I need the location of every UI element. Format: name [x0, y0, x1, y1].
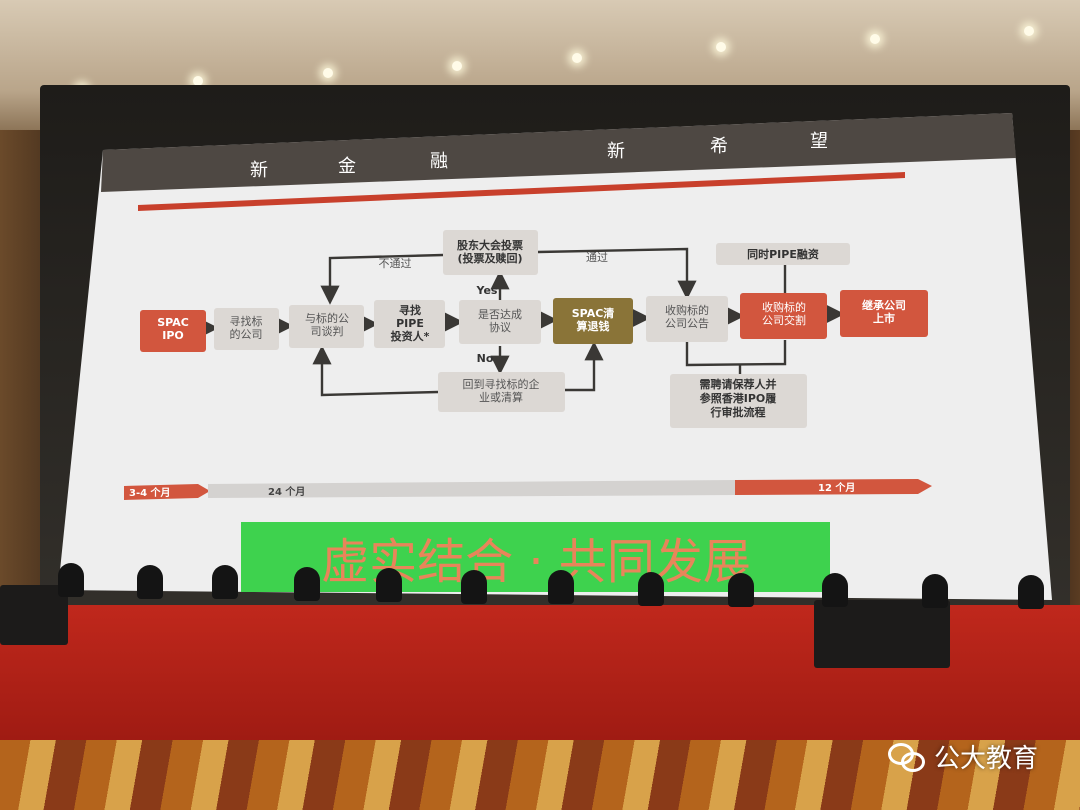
box-spac-liquidate-label: SPAC清算退钱: [572, 306, 615, 333]
wechat-icon: [888, 742, 926, 772]
stage-light: [922, 574, 948, 608]
slide-background: [58, 113, 1052, 600]
flow-arrow-back: [312, 345, 439, 397]
box-deliver-label: 收购标的公司交割: [762, 300, 806, 327]
timeline-segment-2: [208, 480, 748, 498]
box-sponsor-label: 需聘请保荐人并参照香港IPO履行审批流程: [700, 377, 778, 419]
timeline-label-2: 24 个月: [268, 485, 305, 498]
box-listed: [840, 290, 928, 337]
slide-header-bar: [101, 113, 1016, 192]
flow-arrow-pass: [537, 247, 697, 300]
stage-light: [137, 565, 163, 599]
ceiling-light: [870, 34, 880, 44]
header-char: 融: [430, 151, 448, 172]
stage-light: [294, 567, 320, 601]
timeline-segment-1: [124, 484, 210, 500]
ceiling-light: [1024, 26, 1034, 36]
label-no: No: [477, 352, 494, 365]
ceiling-light: [452, 61, 462, 71]
header-char: 新: [607, 141, 625, 162]
box-negotiate-label: 与标的公司谈判: [305, 311, 349, 338]
label-pass: 通过: [586, 251, 608, 264]
flow-arrow-fail: [320, 253, 444, 305]
stage-light: [376, 568, 402, 602]
box-vote: [443, 230, 538, 275]
box-announce-label: 收购标的公司公告: [665, 303, 709, 330]
box-agreement: [459, 300, 541, 344]
box-agreement-label: 是否达成协议: [478, 308, 522, 334]
box-back-or-clear-label: 回到寻找标的企业或清算: [463, 377, 540, 404]
box-find-target-label: 寻找标的公司: [230, 314, 263, 341]
label-fail: 不通过: [379, 257, 412, 270]
box-spac-liquidate: [553, 298, 633, 344]
box-deliver: [740, 293, 827, 339]
header-char: 新: [250, 160, 268, 181]
label-yes: Yes: [476, 284, 498, 297]
box-vote-label: 股东大会投票(投票及赎回): [457, 238, 523, 265]
ceiling-light: [193, 76, 203, 86]
box-find-pipe: [374, 300, 445, 348]
ceiling-light: [716, 42, 726, 52]
stage-light: [461, 570, 487, 604]
ceiling-light: [323, 68, 333, 78]
flow-bracket: [685, 340, 787, 367]
box-back-or-clear: [438, 372, 565, 412]
stage-light: [638, 572, 664, 606]
stage-light: [1018, 575, 1044, 609]
box-spac-ipo: [140, 310, 206, 352]
box-listed-label: 继承公司上市: [862, 298, 906, 325]
stage-light: [58, 563, 84, 597]
timeline-label-1: 3-4 个月: [129, 486, 171, 499]
box-find-target: [214, 308, 279, 350]
ceiling-light: [572, 53, 582, 63]
header-char: 望: [810, 131, 828, 152]
speaker-left: [0, 585, 68, 645]
stage-light: [548, 570, 574, 604]
slide-red-rule: [138, 172, 905, 211]
stage-light: [212, 565, 238, 599]
speaker-right: [814, 600, 950, 668]
header-char: 希: [710, 136, 728, 157]
watermark: 公大教育: [888, 738, 1038, 775]
timeline-segment-3: [735, 479, 932, 495]
watermark-text: 公大教育: [934, 744, 1039, 774]
box-negotiate: [289, 305, 364, 348]
header-char: 金: [338, 156, 356, 177]
stage-light: [728, 573, 754, 607]
box-announce: [646, 296, 728, 342]
box-sponsor: [670, 374, 807, 428]
stage-light: [822, 573, 848, 607]
timeline-label-3: 12 个月: [818, 481, 855, 494]
box-pipe-concurrent: [716, 243, 850, 265]
box-pipe-concurrent-label: 同时PIPE融资: [747, 247, 819, 261]
flow-arrow-liquidate: [565, 341, 604, 392]
